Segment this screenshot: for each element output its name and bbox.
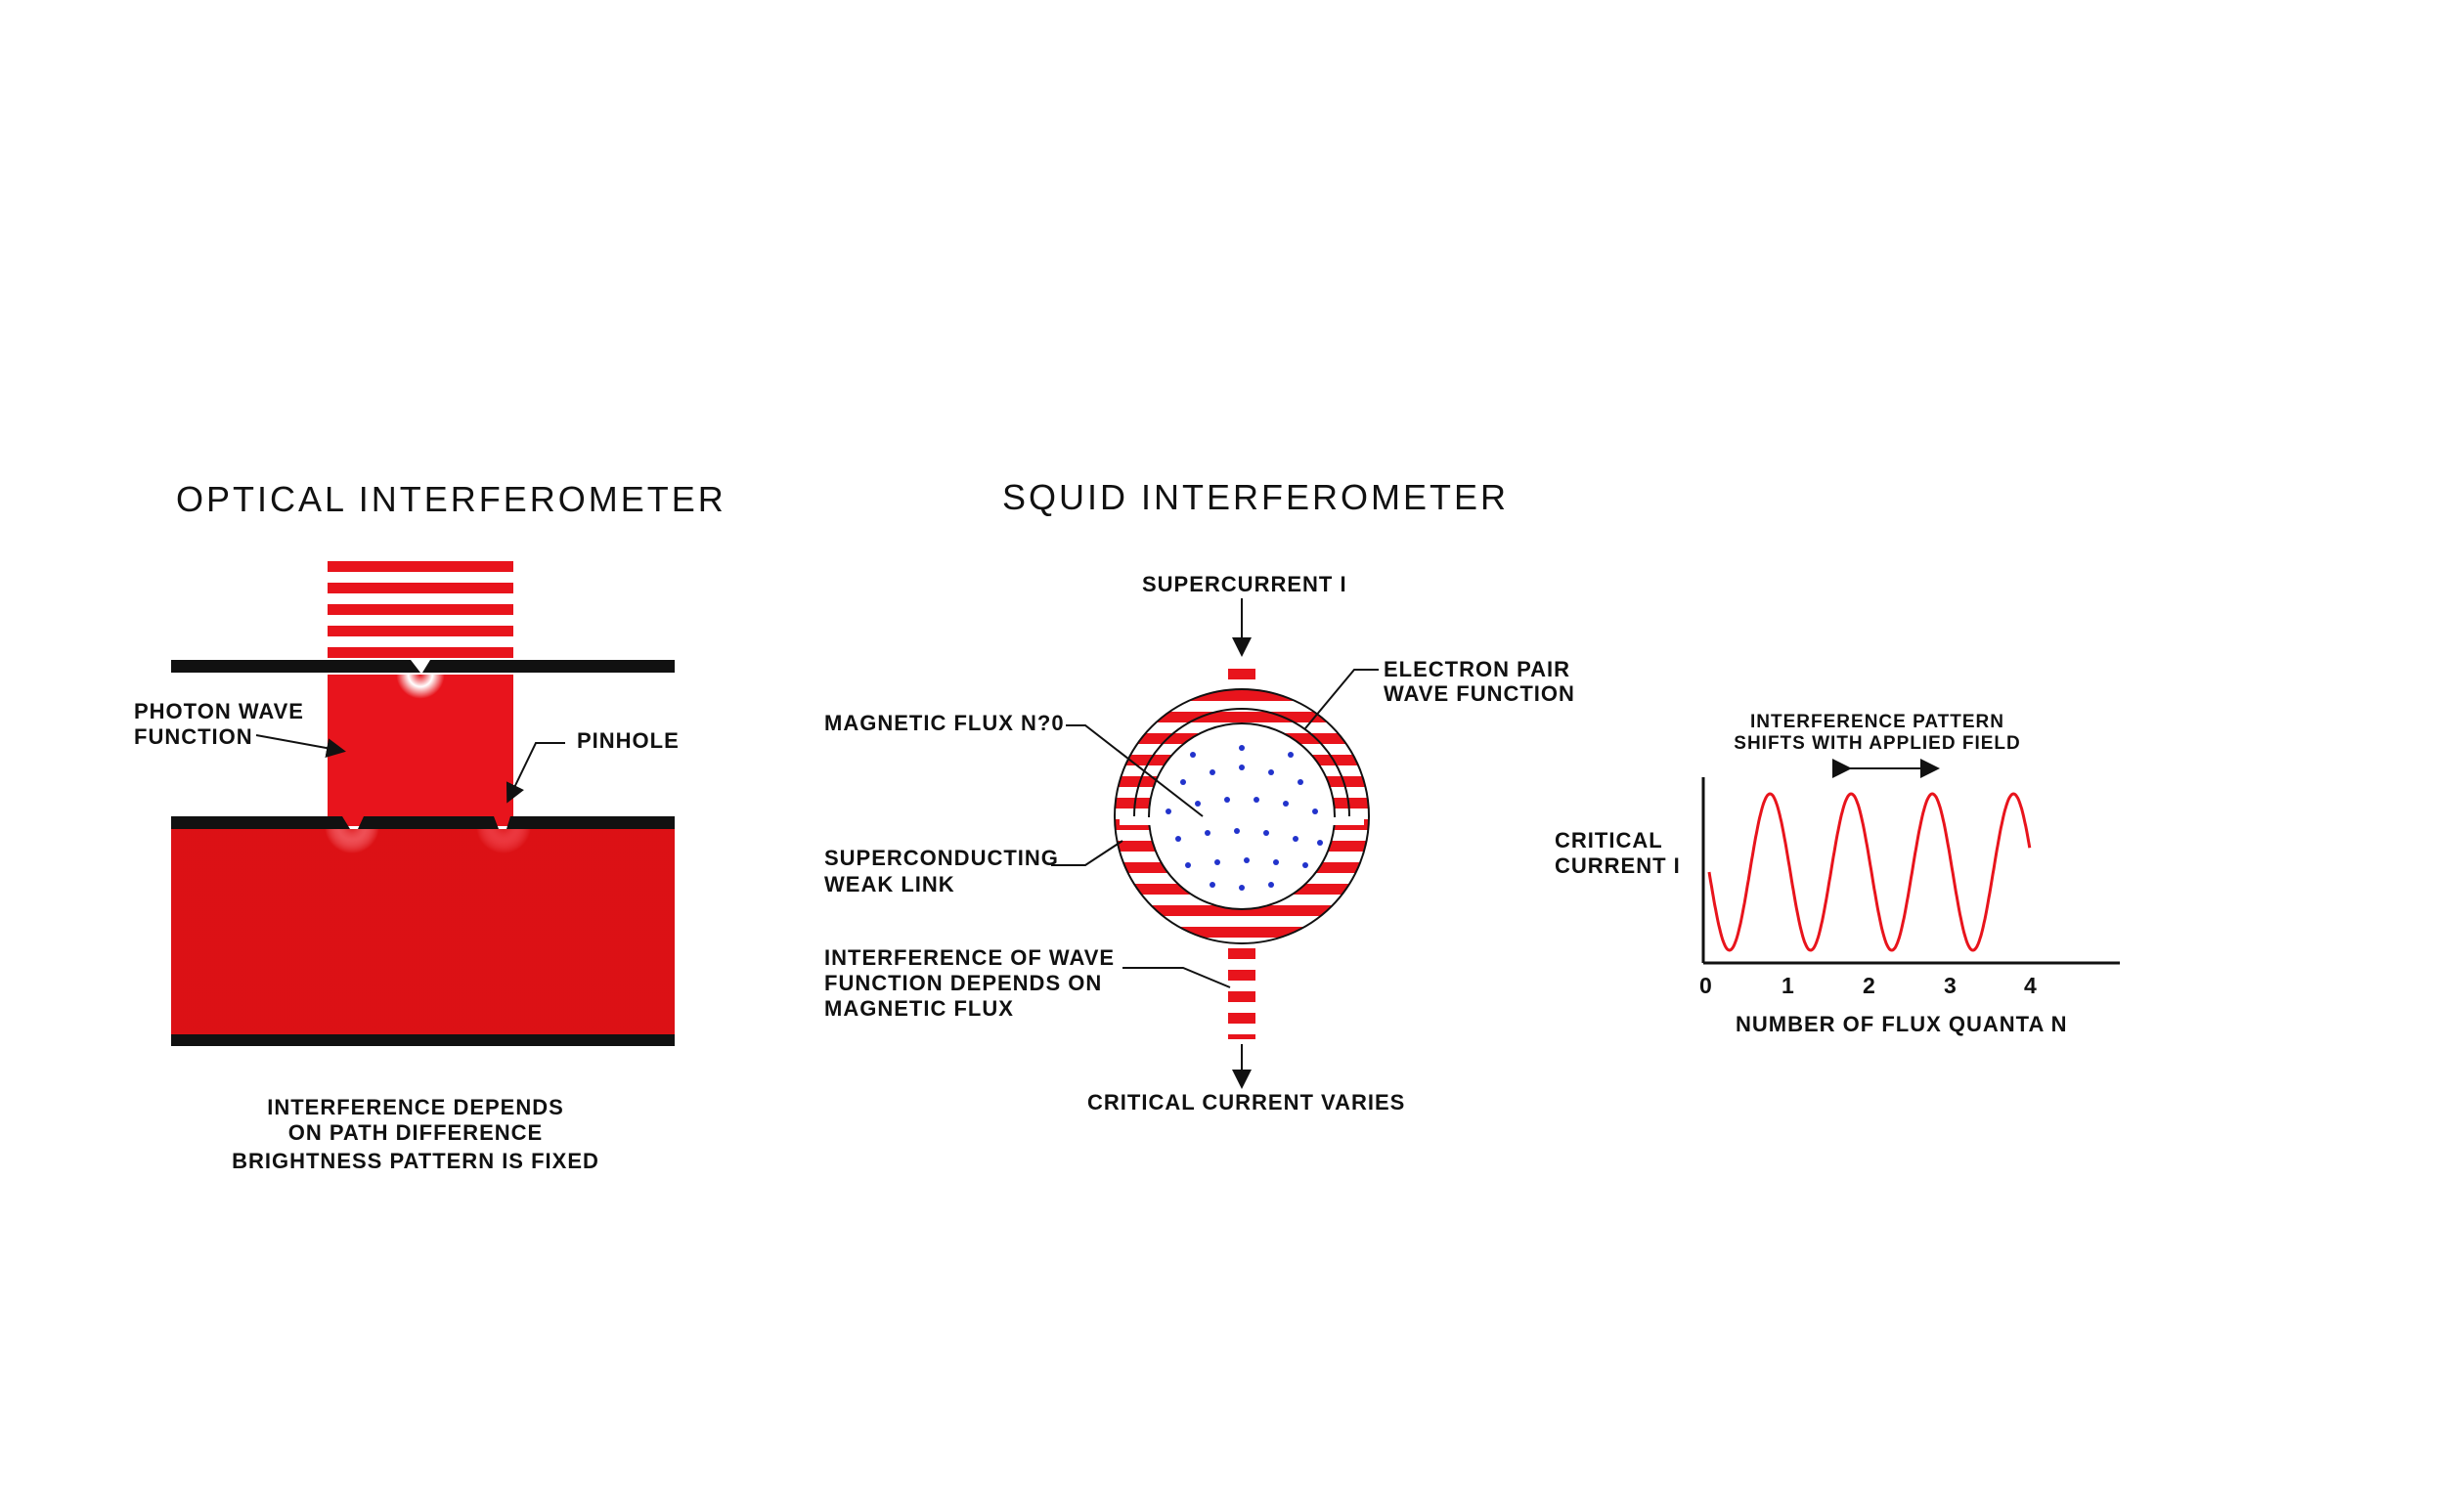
squid-flux-region — [1149, 723, 1335, 909]
graph-tick-3: 3 — [1944, 973, 1958, 998]
graph-tick-0: 0 — [1699, 973, 1713, 998]
optical-title: OPTICAL INTERFEROMETER — [176, 479, 726, 519]
pinhole-label: PINHOLE — [577, 728, 680, 753]
graph-tick-1: 1 — [1782, 973, 1795, 998]
middle-barrier-center — [358, 816, 499, 829]
graph-tick-2: 2 — [1863, 973, 1876, 998]
middle-barrier-left — [171, 816, 350, 829]
optical-caption-line1: INTERFERENCE DEPENDS — [267, 1095, 564, 1119]
photon-wave-pointer — [255, 734, 346, 758]
magnetic-flux-pointer — [1066, 724, 1204, 817]
wave-from-pinhole-b — [171, 829, 675, 1034]
squid-ring-inner-edge — [1148, 722, 1336, 910]
interference-label-line1: INTERFERENCE OF WAVE — [824, 945, 1116, 970]
squid-upper-arc — [1133, 708, 1350, 817]
pinhole-pointer — [506, 742, 565, 804]
optical-interferometer — [171, 552, 675, 1046]
supercurrent-label: SUPERCURRENT I — [1142, 572, 1347, 596]
graph-xlabel: NUMBER OF FLUX QUANTA N — [1736, 1012, 2068, 1036]
shift-label-line1: INTERFERENCE PATTERN — [1750, 712, 2004, 732]
interference-label-line2: FUNCTION DEPENDS ON — [824, 971, 1103, 995]
photon-wave-label-line2: FUNCTION — [134, 724, 253, 749]
incident-plane-wave — [328, 552, 513, 668]
graph-ylabel-line2: CURRENT I — [1555, 853, 1681, 878]
top-barrier-right — [422, 660, 675, 673]
squid-title: SQUID INTERFEROMETER — [1002, 477, 1510, 517]
weak-link-pointer — [1051, 840, 1123, 866]
photon-wave-label-line1: PHOTON WAVE — [134, 699, 304, 723]
critical-current-curve — [1707, 792, 2032, 952]
weak-link-label-line1: SUPERCONDUCTING — [824, 846, 1059, 870]
top-barrier-left — [171, 660, 420, 673]
interference-pointer — [1122, 967, 1231, 988]
bottom-barrier — [171, 1034, 675, 1046]
critical-current-varies-label: CRITICAL CURRENT VARIES — [1087, 1090, 1406, 1114]
optical-caption-line3: BRIGHTNESS PATTERN IS FIXED — [232, 1149, 599, 1173]
squid-ring-outer-edge — [1114, 688, 1370, 944]
graph-tick-4: 4 — [2024, 973, 2038, 998]
electron-pair-pointer — [1304, 669, 1379, 729]
graph-ylabel-line1: CRITICAL — [1555, 828, 1663, 852]
electron-pair-label-line1: ELECTRON PAIR — [1384, 657, 1571, 681]
electron-pair-label-line2: WAVE FUNCTION — [1384, 681, 1575, 706]
squid-output-lead — [1228, 937, 1255, 1039]
squid-interferometer — [1051, 598, 1379, 1089]
critical-current-graph — [1701, 759, 2120, 965]
interference-label-line3: MAGNETIC FLUX — [824, 996, 1014, 1021]
magnetic-flux-label: MAGNETIC FLUX N?0 — [824, 711, 1065, 735]
shift-label-line2: SHIFTS WITH APPLIED FIELD — [1734, 733, 2021, 754]
flux-dots — [1166, 745, 1323, 891]
weak-link-label-line2: WEAK LINK — [824, 872, 955, 896]
optical-caption-line2: ON PATH DIFFERENCE — [287, 1120, 544, 1145]
photon-wave-function-region — [328, 675, 513, 826]
middle-barrier-right — [506, 816, 675, 829]
